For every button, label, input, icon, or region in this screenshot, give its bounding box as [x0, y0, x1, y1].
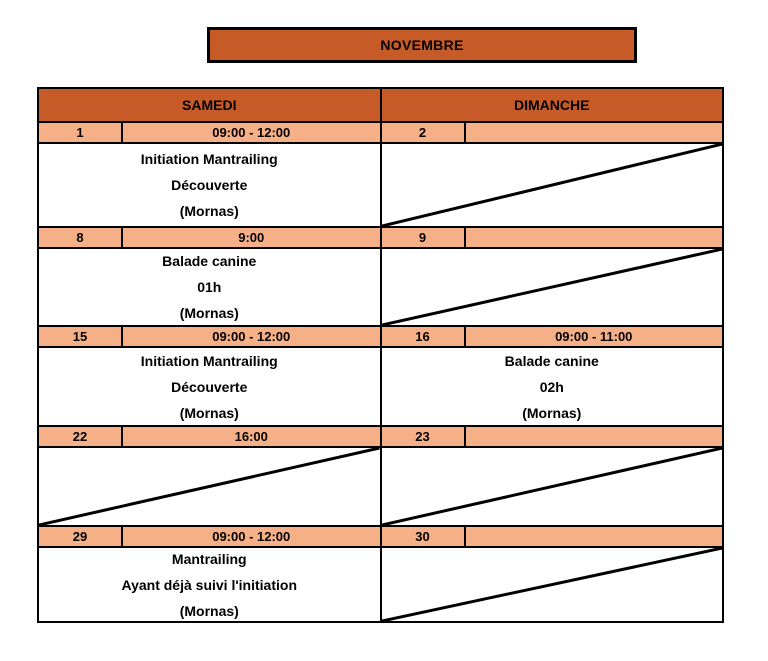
date-cell-saturday: 1 09:00 - 12:00	[39, 123, 380, 142]
week4-event-row	[39, 448, 722, 527]
month-banner: NOVEMBRE	[207, 27, 637, 63]
week3-event-row: Initiation Mantrailing Découverte (Morna…	[39, 348, 722, 427]
date-time	[466, 123, 723, 142]
date-number: 23	[382, 427, 466, 446]
date-time	[466, 427, 723, 446]
date-number: 15	[39, 327, 123, 346]
date-number: 29	[39, 527, 123, 546]
event-line: (Mornas)	[179, 404, 239, 421]
event-line: (Mornas)	[179, 203, 239, 219]
event-line: Balade canine	[162, 253, 257, 269]
date-cell-saturday: 29 09:00 - 12:00	[39, 527, 380, 546]
date-number: 8	[39, 228, 123, 247]
date-number: 22	[39, 427, 123, 446]
date-number: 30	[382, 527, 466, 546]
event-line: (Mornas)	[522, 404, 582, 421]
date-time: 09:00 - 12:00	[212, 529, 291, 544]
crossed-out-diagonal	[382, 448, 723, 525]
date-cell-sunday: 9	[379, 228, 723, 247]
crossed-out-diagonal	[39, 448, 380, 525]
week5-event-row: Mantrailing Ayant déjà suivi l'initiatio…	[39, 548, 722, 621]
date-time: 16:00	[234, 429, 268, 444]
event-cell-saturday: Balade canine 01h (Mornas)	[39, 249, 380, 325]
event-line: Balade canine	[504, 352, 599, 369]
month-title: NOVEMBRE	[380, 37, 464, 53]
event-line: Ayant déjà suivi l'initiation	[121, 576, 297, 593]
crossed-out-diagonal	[382, 249, 723, 325]
week1-date-row: 1 09:00 - 12:00 2	[39, 123, 722, 144]
week4-date-row: 22 16:00 23	[39, 427, 722, 448]
crossed-out-diagonal	[382, 548, 723, 621]
date-time	[466, 228, 723, 247]
date-cell-sunday: 30	[379, 527, 723, 546]
date-cell-saturday: 22 16:00	[39, 427, 380, 446]
event-line: Initiation Mantrailing	[140, 151, 278, 167]
date-time: 09:00 - 11:00	[555, 329, 633, 344]
date-number: 2	[382, 123, 466, 142]
event-cell-saturday: Mantrailing Ayant déjà suivi l'initiatio…	[39, 548, 380, 621]
event-cell-sunday	[379, 548, 723, 621]
date-cell-sunday: 16 09:00 - 11:00	[379, 327, 723, 346]
date-time	[466, 527, 723, 546]
date-time: 09:00 - 12:00	[212, 329, 291, 344]
event-line: Mantrailing	[171, 550, 247, 567]
week3-date-row: 15 09:00 - 12:00 16 09:00 - 11:00	[39, 327, 722, 348]
date-number: 9	[382, 228, 466, 247]
date-cell-sunday: 23	[379, 427, 723, 446]
week2-event-row: Balade canine 01h (Mornas)	[39, 249, 722, 327]
event-cell-sunday	[379, 448, 723, 525]
event-line: Découverte	[171, 177, 248, 193]
event-line: (Mornas)	[179, 305, 239, 321]
week1-event-row: Initiation Mantrailing Découverte (Morna…	[39, 144, 722, 228]
date-cell-saturday: 8 9:00	[39, 228, 380, 247]
calendar-table: SAMEDI DIMANCHE 1 09:00 - 12:00 2 Initia…	[37, 87, 724, 623]
event-cell-sunday	[379, 144, 723, 226]
table-header-row: SAMEDI DIMANCHE	[39, 89, 722, 123]
crossed-out-diagonal	[382, 144, 723, 226]
event-line: Découverte	[171, 378, 248, 395]
week2-date-row: 8 9:00 9	[39, 228, 722, 249]
date-number: 1	[39, 123, 123, 142]
column-header-saturday: SAMEDI	[182, 97, 237, 113]
event-cell-saturday: Initiation Mantrailing Découverte (Morna…	[39, 348, 380, 425]
event-line: 01h	[197, 279, 222, 295]
event-cell-saturday	[39, 448, 380, 525]
date-time: 09:00 - 12:00	[212, 125, 291, 140]
week5-date-row: 29 09:00 - 12:00 30	[39, 527, 722, 548]
event-cell-sunday	[379, 249, 723, 325]
column-header-sunday: DIMANCHE	[379, 89, 723, 121]
event-cell-saturday: Initiation Mantrailing Découverte (Morna…	[39, 144, 380, 226]
event-line: (Mornas)	[179, 602, 239, 619]
event-cell-sunday: Balade canine 02h (Mornas)	[379, 348, 723, 425]
date-cell-saturday: 15 09:00 - 12:00	[39, 327, 380, 346]
event-line: Initiation Mantrailing	[140, 352, 278, 369]
date-time: 9:00	[238, 230, 265, 245]
event-line: 02h	[539, 378, 564, 395]
date-number: 16	[382, 327, 466, 346]
date-cell-sunday: 2	[379, 123, 723, 142]
